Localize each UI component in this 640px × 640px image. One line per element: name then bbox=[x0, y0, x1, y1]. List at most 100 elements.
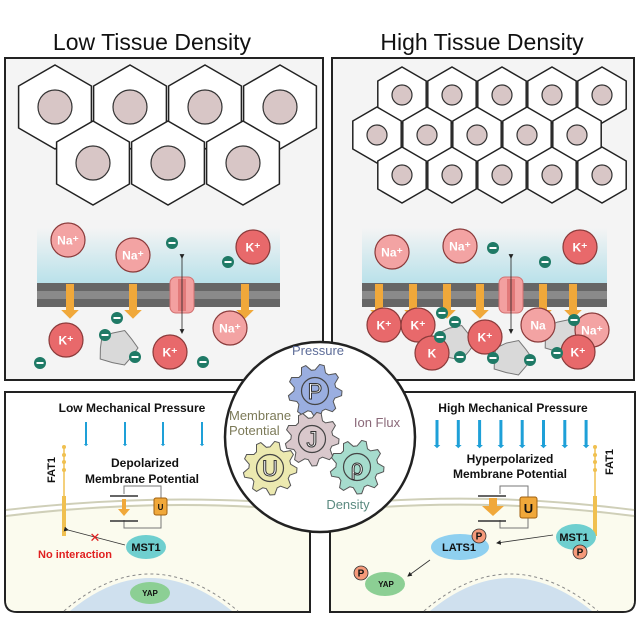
cell-nucleus bbox=[416, 124, 438, 146]
no-interaction-label: No interaction bbox=[38, 549, 112, 561]
phospho-badge bbox=[572, 544, 588, 560]
pressure-arrow bbox=[122, 422, 128, 447]
ion-label: K⁺ bbox=[246, 241, 261, 255]
cell-nucleus bbox=[366, 124, 388, 146]
cytoplasm-high bbox=[331, 503, 634, 611]
pressure-arrow bbox=[497, 420, 505, 449]
cell-nucleus bbox=[150, 145, 186, 181]
ion-label: Na⁺ bbox=[122, 249, 144, 263]
pressure-label: Pressure bbox=[292, 343, 344, 358]
anion-minus bbox=[101, 334, 109, 336]
cell-nucleus bbox=[225, 145, 261, 181]
pressure-arrow bbox=[476, 420, 483, 449]
sodium-ion bbox=[520, 307, 556, 343]
ion-label: K⁺ bbox=[411, 319, 426, 333]
ion-label: Na⁺ bbox=[219, 322, 241, 336]
ion-label: K⁺ bbox=[59, 334, 74, 348]
ion-label: K⁺ bbox=[478, 331, 493, 345]
anion-minus bbox=[456, 356, 464, 358]
fat1-receptor-high bbox=[593, 445, 597, 536]
cell-nucleus bbox=[262, 89, 298, 125]
anion-minus bbox=[526, 359, 534, 361]
anion-minus bbox=[36, 362, 44, 364]
hyperpolarized-label-2: Membrane Potential bbox=[453, 467, 567, 481]
yap-label-high: YAP bbox=[378, 580, 394, 589]
nuclear-envelope-high bbox=[423, 573, 599, 612]
pressure-arrow bbox=[160, 422, 166, 447]
membrane-potential-gear-icon bbox=[242, 440, 298, 496]
sodium-ion bbox=[115, 237, 151, 273]
cell-nucleus bbox=[441, 164, 463, 186]
mst1-high bbox=[556, 524, 596, 550]
pressure-gear-symbol: P bbox=[308, 379, 323, 404]
u-potential-label-low: U bbox=[158, 503, 164, 512]
density-gear-symbol: ρ bbox=[351, 455, 364, 480]
protein bbox=[99, 329, 139, 366]
anion-minus bbox=[131, 356, 139, 358]
fat1-label-low: FAT1 bbox=[46, 457, 58, 483]
mst1-label-high: MST1 bbox=[559, 532, 588, 544]
pressure-arrow bbox=[199, 422, 205, 447]
cell-nucleus bbox=[491, 164, 513, 186]
anion-minus bbox=[489, 357, 497, 359]
ion-label: K bbox=[428, 347, 437, 361]
anion-minus bbox=[168, 242, 176, 244]
membrane-label-1: Membrane bbox=[229, 408, 291, 423]
cell-nucleus bbox=[37, 89, 73, 125]
phospho-label: P bbox=[476, 532, 483, 543]
potassium-ion bbox=[152, 334, 188, 370]
phospho-badge bbox=[353, 565, 369, 581]
phosphorylation-badges: PPP bbox=[353, 528, 588, 581]
yap-label-low: YAP bbox=[142, 589, 158, 598]
potassium-ion bbox=[562, 229, 598, 265]
nuclear-envelope-low bbox=[63, 573, 239, 612]
ion-flux-arrow-down bbox=[236, 284, 254, 319]
interaction-line bbox=[63, 526, 126, 546]
ion-label: Na bbox=[530, 319, 546, 333]
u-potential-box-low bbox=[153, 497, 168, 516]
ion-flux-arrow-down bbox=[61, 284, 79, 319]
anion-minus bbox=[113, 317, 121, 319]
cell-nucleus bbox=[112, 89, 148, 125]
pressure-arrow bbox=[455, 420, 462, 449]
cell-nucleus bbox=[391, 164, 413, 186]
phospho-label: P bbox=[577, 548, 584, 559]
cell-nucleus bbox=[466, 124, 488, 146]
yap-high bbox=[365, 572, 405, 596]
ion-label: K⁺ bbox=[573, 241, 588, 255]
membrane-potential-gear-symbol: U bbox=[262, 456, 278, 481]
ion-flux-label: Ion Flux bbox=[354, 415, 401, 430]
anion-minus bbox=[451, 321, 459, 323]
ion-flux-gear-icon bbox=[284, 411, 340, 467]
fat1-label-high: FAT1 bbox=[604, 449, 616, 475]
phospho-badge bbox=[471, 528, 487, 544]
density-gear-hub bbox=[342, 452, 372, 482]
mst1-low bbox=[126, 535, 166, 559]
cell-nucleus bbox=[541, 164, 563, 186]
x-mark-icon: ✕ bbox=[90, 530, 101, 545]
anion-minus bbox=[570, 319, 578, 321]
sodium-ion bbox=[442, 228, 478, 264]
ion-label: Na⁺ bbox=[449, 240, 471, 254]
density-gear-icon bbox=[329, 439, 385, 495]
ion-flux-gear-hub bbox=[297, 424, 327, 454]
high-pressure-label: High Mechanical Pressure bbox=[438, 401, 588, 415]
mst1-label-low: MST1 bbox=[131, 542, 160, 554]
u-potential-box-high bbox=[519, 496, 538, 519]
cell-nucleus bbox=[566, 124, 588, 146]
cell-nucleus bbox=[591, 84, 613, 106]
ion-flux-arrow-down bbox=[471, 284, 489, 319]
pressure-gear-icon bbox=[287, 363, 343, 419]
cell-nucleus bbox=[187, 89, 223, 125]
pressure-arrows-low bbox=[83, 422, 205, 447]
ion-flux-arrow-down bbox=[564, 284, 582, 319]
cell-nucleus bbox=[516, 124, 538, 146]
membrane-potential-gear-hub bbox=[255, 453, 285, 483]
anion-minus bbox=[436, 336, 444, 338]
ion-flux-arrow-down bbox=[124, 284, 142, 319]
fat1-receptor-low bbox=[62, 445, 66, 536]
depolarized-label-1: Depolarized bbox=[111, 456, 179, 470]
ion-label: Na⁺ bbox=[57, 234, 79, 248]
ion-label: K⁺ bbox=[377, 319, 392, 333]
